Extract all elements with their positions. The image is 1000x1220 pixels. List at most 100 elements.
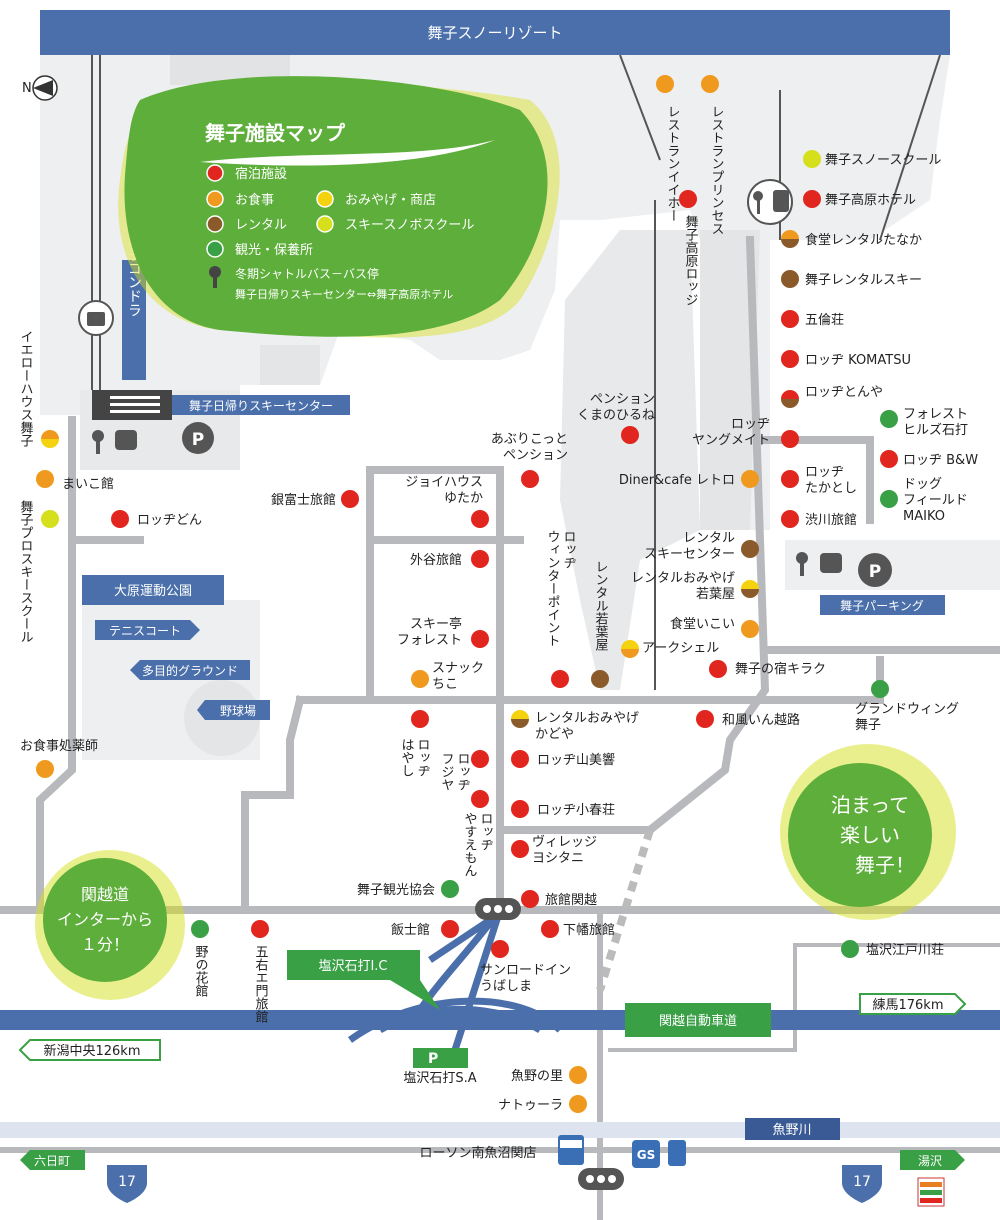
label-wafu: 和風いん越路 bbox=[722, 712, 800, 728]
route-17-right: 17 bbox=[853, 1174, 871, 1190]
legend-rental: レンタル bbox=[235, 218, 287, 233]
label-sotoya: 外谷旅館 bbox=[410, 553, 462, 568]
label-rental-center-1: スキーセンター bbox=[644, 547, 735, 562]
legend-bus2: 舞子日帰りスキーセンター⇔舞子高原ホテル bbox=[235, 287, 453, 301]
label-koharuso: ロッヂ小春荘 bbox=[537, 803, 615, 818]
sign-nerima: 練馬176km bbox=[872, 998, 943, 1013]
label-sanbikyo: ロッヂ山美響 bbox=[537, 752, 615, 768]
marker-shimohata: 下幡旅館 bbox=[541, 920, 615, 938]
legend-sightseeing: 観光・保養所 bbox=[235, 242, 313, 258]
label-kiraku: 舞子の宿キラク bbox=[735, 661, 826, 677]
label-yoshitani: ヴィレッジ bbox=[532, 834, 597, 850]
legend-school: スキースノボスクール bbox=[345, 218, 474, 233]
river-label: 魚野川 bbox=[772, 1123, 811, 1138]
label-iishi: 飯士館 bbox=[391, 923, 430, 938]
sign-niigata: 新潟中央126km bbox=[43, 1043, 140, 1059]
marker-shokudo-ikoi: 食堂いこい bbox=[670, 616, 759, 638]
legend-shop: おみやげ・商店 bbox=[345, 193, 436, 208]
label-kanetsu: 旅館関越 bbox=[545, 893, 597, 908]
marker-maiko-kogen-hotel: 舞子高原ホテル bbox=[803, 190, 916, 208]
marker-wakaba: レンタル若葉屋 bbox=[591, 560, 609, 688]
label-apricot-1: ペンション bbox=[503, 448, 568, 463]
marker-maiko-kan: まいこ館 bbox=[36, 470, 114, 492]
marker-tonya: ロッヂとんや bbox=[781, 385, 883, 408]
label-rental-center: レンタル bbox=[683, 531, 735, 546]
lawson-label: ローソン南魚沼関店 bbox=[419, 1145, 536, 1161]
marker-arkshell: アークシェル bbox=[621, 640, 719, 658]
label-yoshitani-1: ヨシタニ bbox=[532, 851, 584, 866]
bubble-right-line3: 舞子！ bbox=[855, 853, 915, 877]
label-wind: ロッヂ bbox=[561, 530, 576, 569]
label-grandwing: グランドウィング bbox=[855, 702, 959, 717]
hotel-bus-stop bbox=[747, 179, 793, 225]
bubble-left-line3: １分！ bbox=[81, 935, 129, 954]
label-tonya: ロッヂとんや bbox=[805, 385, 883, 400]
label-oshokuji: お食事処薬師 bbox=[20, 738, 98, 754]
bubble-right-line2: 楽しい bbox=[840, 823, 900, 847]
label-sunroad: サンロードイン bbox=[480, 963, 571, 978]
label-wind-1: ウィンターポイント bbox=[545, 530, 560, 647]
marker-nonohana: 野の花館 bbox=[191, 920, 209, 997]
label-hayashi-1: はやし bbox=[399, 738, 415, 777]
marker-restaurant-princess: レストランプリンセス bbox=[701, 75, 724, 235]
label-dog-field-1: フィールド bbox=[903, 493, 968, 508]
direction-signs: 新潟中央126km 練馬176km 六日町 湯沢 17 17 bbox=[18, 993, 967, 1203]
marker-shokudo-tanaka: 食堂レンタルたなか bbox=[781, 230, 922, 248]
label-ski-forest: スキー亭 bbox=[410, 616, 462, 632]
marker-sanbikyo: ロッヂ山美響 bbox=[511, 750, 615, 768]
marker-gintomi: 銀富士旅館 bbox=[271, 490, 359, 508]
north-arrow: N bbox=[22, 75, 58, 101]
north-label: N bbox=[22, 81, 32, 96]
label-maiko-rental-ski: 舞子レンタルスキー bbox=[805, 273, 922, 288]
label-maiko-kogen-hotel: 舞子高原ホテル bbox=[825, 192, 916, 208]
label-joyhouse: ジョイハウス bbox=[405, 475, 483, 490]
label-kuma-1: くまのひるね bbox=[577, 408, 655, 423]
marker-koharuso: ロッヂ小春荘 bbox=[511, 800, 615, 818]
marker-iishi: 飯士館 bbox=[391, 920, 459, 938]
marker-uono-sato: 魚野の里 bbox=[511, 1066, 587, 1084]
parking-label: 舞子パーキング bbox=[840, 599, 924, 613]
label-restaurant-princess: レストランプリンセス bbox=[709, 105, 725, 235]
marker-goemon: 五右エ門旅館 bbox=[251, 920, 269, 1023]
label-kuma: ペンション bbox=[590, 392, 655, 407]
label-fujiya-1: フジヤ bbox=[439, 752, 455, 791]
label-lodge-young: ロッヂ bbox=[731, 417, 770, 432]
label-kanko: 舞子観光協会 bbox=[357, 883, 435, 898]
sign-muikamachi: 六日町 bbox=[34, 1154, 70, 1168]
marker-gorinso: 五倫荘 bbox=[781, 310, 844, 328]
label-forest-hills: フォレスト bbox=[903, 407, 968, 422]
landmarks-bottom: GS P bbox=[413, 1048, 945, 1207]
parking-icon: P bbox=[192, 430, 204, 450]
ground-label: 多目的グラウンド bbox=[142, 663, 238, 678]
label-grandwing-1: 舞子 bbox=[855, 718, 881, 733]
label-hayashi: ロッヂ bbox=[415, 738, 430, 777]
label-dog-field: ドッグ bbox=[903, 477, 942, 492]
label-forest-hills-1: ヒルズ石打 bbox=[903, 422, 968, 438]
label-gintomi: 銀富士旅館 bbox=[271, 492, 336, 508]
label-shibukawa: 渋川旅館 bbox=[805, 513, 857, 528]
label-yellow-house: イエローハウス舞子 bbox=[18, 330, 34, 447]
traffic-signals bbox=[475, 898, 624, 1190]
top-banner: 舞子スノーリゾート bbox=[40, 10, 950, 55]
label-dog-field-2: MAIKO bbox=[903, 509, 945, 524]
label-nonohana: 野の花館 bbox=[193, 945, 209, 997]
label-joyhouse-1: ゆたか bbox=[444, 491, 483, 506]
label-shimohata: 下幡旅館 bbox=[563, 923, 615, 938]
bubble-left-line1: 関越道 bbox=[81, 885, 129, 904]
bubble-left: 関越道 インターから １分！ bbox=[35, 850, 185, 1000]
baseball-label: 野球場 bbox=[220, 704, 256, 718]
marker-maiko-don: ロッヂどん bbox=[111, 510, 202, 528]
